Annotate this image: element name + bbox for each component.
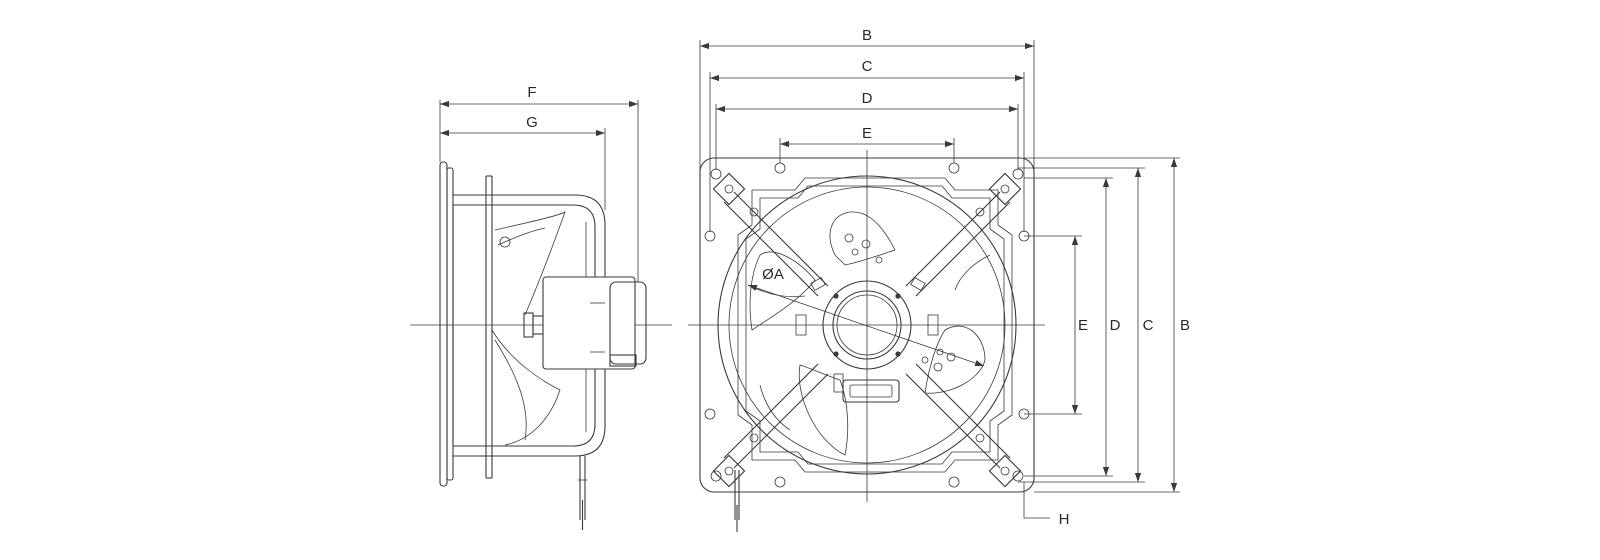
fan-blade-bottom [798, 364, 849, 456]
label-H: H [1059, 511, 1070, 528]
label-right-B: B [1180, 317, 1190, 334]
leader-H [1023, 482, 1050, 519]
side-flange-front [439, 161, 448, 487]
side-view: F G [410, 84, 672, 530]
front-view: ØA B C D E E D C B [688, 27, 1190, 532]
support-arm-br [905, 363, 1011, 469]
label-diameter-A: ØA [762, 266, 784, 283]
label-F: F [527, 84, 536, 101]
fan-ring-outer [717, 175, 1017, 475]
side-flange-inner [446, 167, 454, 481]
fan-ring-inner [728, 186, 1006, 464]
fan-blade-right [924, 325, 986, 394]
front-outer-plate [699, 157, 1035, 493]
dim-line-diameter-A [747, 284, 985, 367]
support-arm-tl [723, 191, 829, 297]
front-inner-frame [737, 177, 1013, 473]
label-right-D: D [1110, 317, 1121, 334]
label-top-D: D [862, 90, 873, 107]
terminal-box [842, 379, 900, 403]
label-G: G [526, 114, 538, 131]
side-motor [542, 276, 636, 370]
label-right-E: E [1078, 317, 1088, 334]
support-arm-tr [905, 191, 1011, 297]
support-arm-bl [723, 363, 829, 469]
label-right-C: C [1143, 317, 1154, 334]
fan-blade-top [829, 211, 896, 266]
label-top-E: E [862, 125, 872, 142]
label-top-B: B [862, 27, 872, 44]
label-top-C: C [862, 58, 873, 75]
